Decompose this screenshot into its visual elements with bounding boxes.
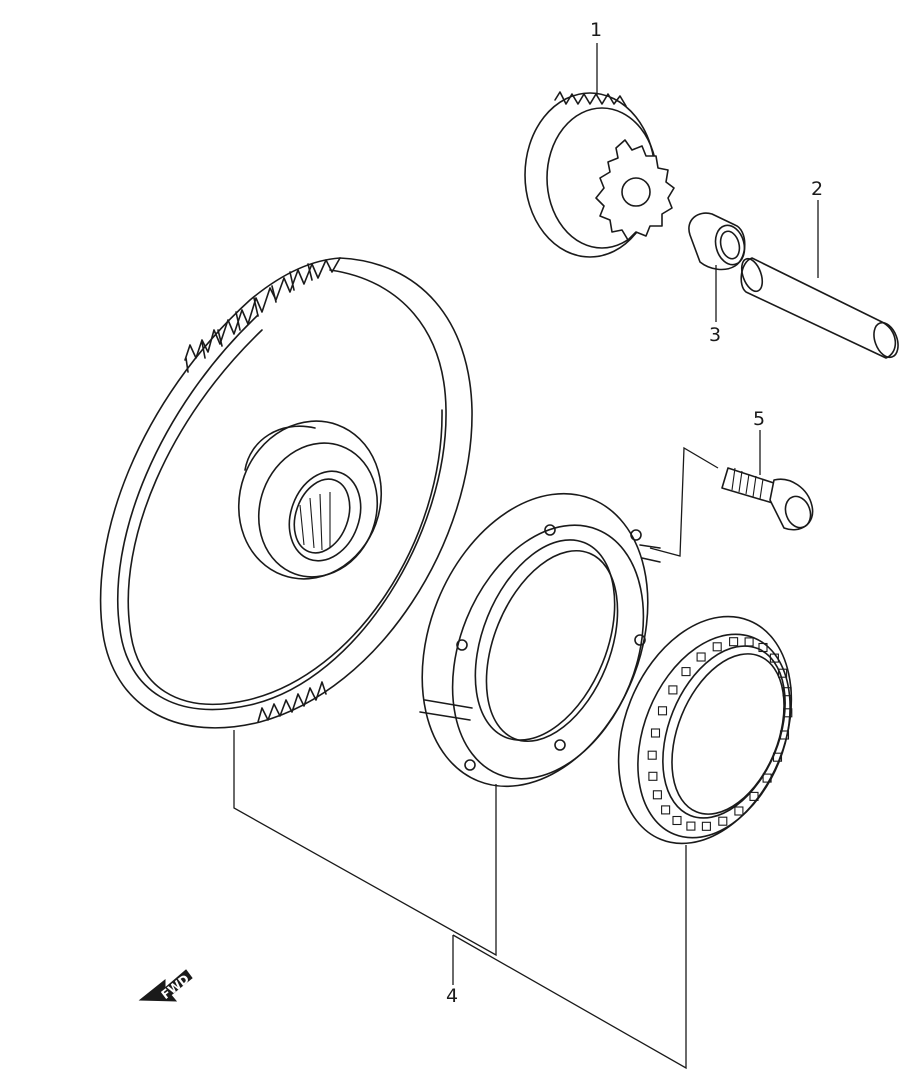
- clutch-roller: [762, 773, 772, 783]
- clutch-roller: [661, 805, 671, 815]
- clutch-roller: [686, 821, 696, 831]
- clutch-roller: [769, 653, 779, 663]
- callout-3: 3: [709, 324, 721, 346]
- clutch-roller: [734, 806, 744, 816]
- bushing: [688, 212, 746, 271]
- clutch-roller: [648, 771, 658, 781]
- one-way-clutch: [617, 615, 793, 845]
- leader-lines: [233, 43, 819, 1070]
- clutch-roller: [772, 752, 783, 762]
- callout-1: 1: [590, 19, 602, 41]
- clutch-roller: [652, 790, 662, 800]
- clutch-roller: [681, 667, 691, 677]
- callout-labels: 1 2 3 4 5: [446, 19, 823, 1007]
- clutch-roller: [749, 791, 759, 801]
- cap-screw: [721, 467, 814, 531]
- clutch-roller: [712, 642, 722, 652]
- clutch-roller: [647, 750, 657, 760]
- clutch-roller: [744, 637, 754, 647]
- forward-direction-arrow: FWD: [138, 969, 193, 1002]
- idler-gear-shaft: [740, 257, 899, 359]
- callout-4: 4: [446, 985, 458, 1007]
- callout-2: 2: [811, 178, 823, 200]
- clutch-roller: [696, 652, 706, 662]
- starter-driven-gear: [99, 257, 473, 729]
- starter-clutch-housing: [419, 492, 661, 788]
- clutch-roller: [718, 816, 728, 826]
- clutch-roller: [779, 730, 790, 740]
- clutch-roller: [783, 708, 793, 718]
- clutch-roller: [701, 821, 711, 831]
- clutch-roller: [657, 706, 668, 716]
- clutch-roller: [672, 815, 682, 826]
- callout-5: 5: [753, 408, 765, 430]
- clutch-roller: [650, 728, 661, 738]
- clutch-roller: [782, 687, 792, 697]
- clutch-roller: [668, 685, 678, 695]
- clutch-roller: [758, 642, 768, 653]
- starter-idler-gear: [524, 91, 675, 258]
- clutch-roller: [778, 668, 788, 678]
- clutch-roller: [729, 637, 739, 647]
